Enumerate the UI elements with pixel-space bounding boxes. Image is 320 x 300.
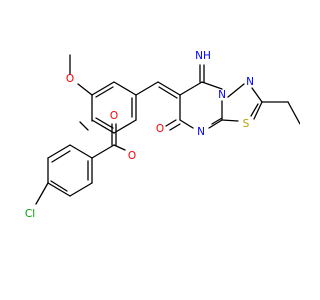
ketone-oxygen-label: O [156,123,164,135]
bond [95,117,114,129]
bond [169,123,181,131]
bond [95,86,114,98]
bond [157,81,181,96]
bond [251,87,263,103]
bond [113,144,126,151]
bond [211,117,223,125]
bond [113,81,137,96]
molecule-structure: Cl O O O O NH N N N S [25,50,300,220]
molecule-diagram: Cl O O O O NH N N N S [24,50,300,220]
bond [179,81,203,96]
bond [47,144,71,159]
bond [51,150,71,163]
bridgehead-nitrogen-label: N [218,89,226,101]
bond [113,119,137,134]
thiadiazole-nitrogen-label: N [246,76,254,88]
bond [221,119,239,122]
bond [201,81,223,90]
bond-layer [35,54,300,205]
bond [77,83,93,96]
bond [287,101,300,125]
bond [179,119,194,129]
bond [250,103,259,117]
bond [91,144,115,159]
bond [253,101,263,120]
bond [165,119,177,127]
bond [69,182,93,197]
bond [91,119,115,134]
bond [47,182,71,197]
bond [50,180,68,192]
bond [208,119,223,129]
bond [91,81,115,96]
methoxy-oxygen-label: O [66,73,74,85]
bond [158,86,178,99]
ester-carbonyl-oxygen-label: O [110,110,118,122]
imine-nitrogen-label: NH [195,50,211,62]
bond [135,81,159,96]
bond [227,83,245,98]
sulfur-atom-label: S [243,118,250,130]
ester-oxygen-label: O [128,150,136,162]
bond [69,144,93,159]
atom-label-layer: Cl O O O O NH N N N S [25,50,254,220]
pyrimidine-nitrogen-label: N [197,126,205,138]
bond [79,121,89,131]
bond [35,182,49,205]
chlorine-atom-label: Cl [25,208,35,220]
